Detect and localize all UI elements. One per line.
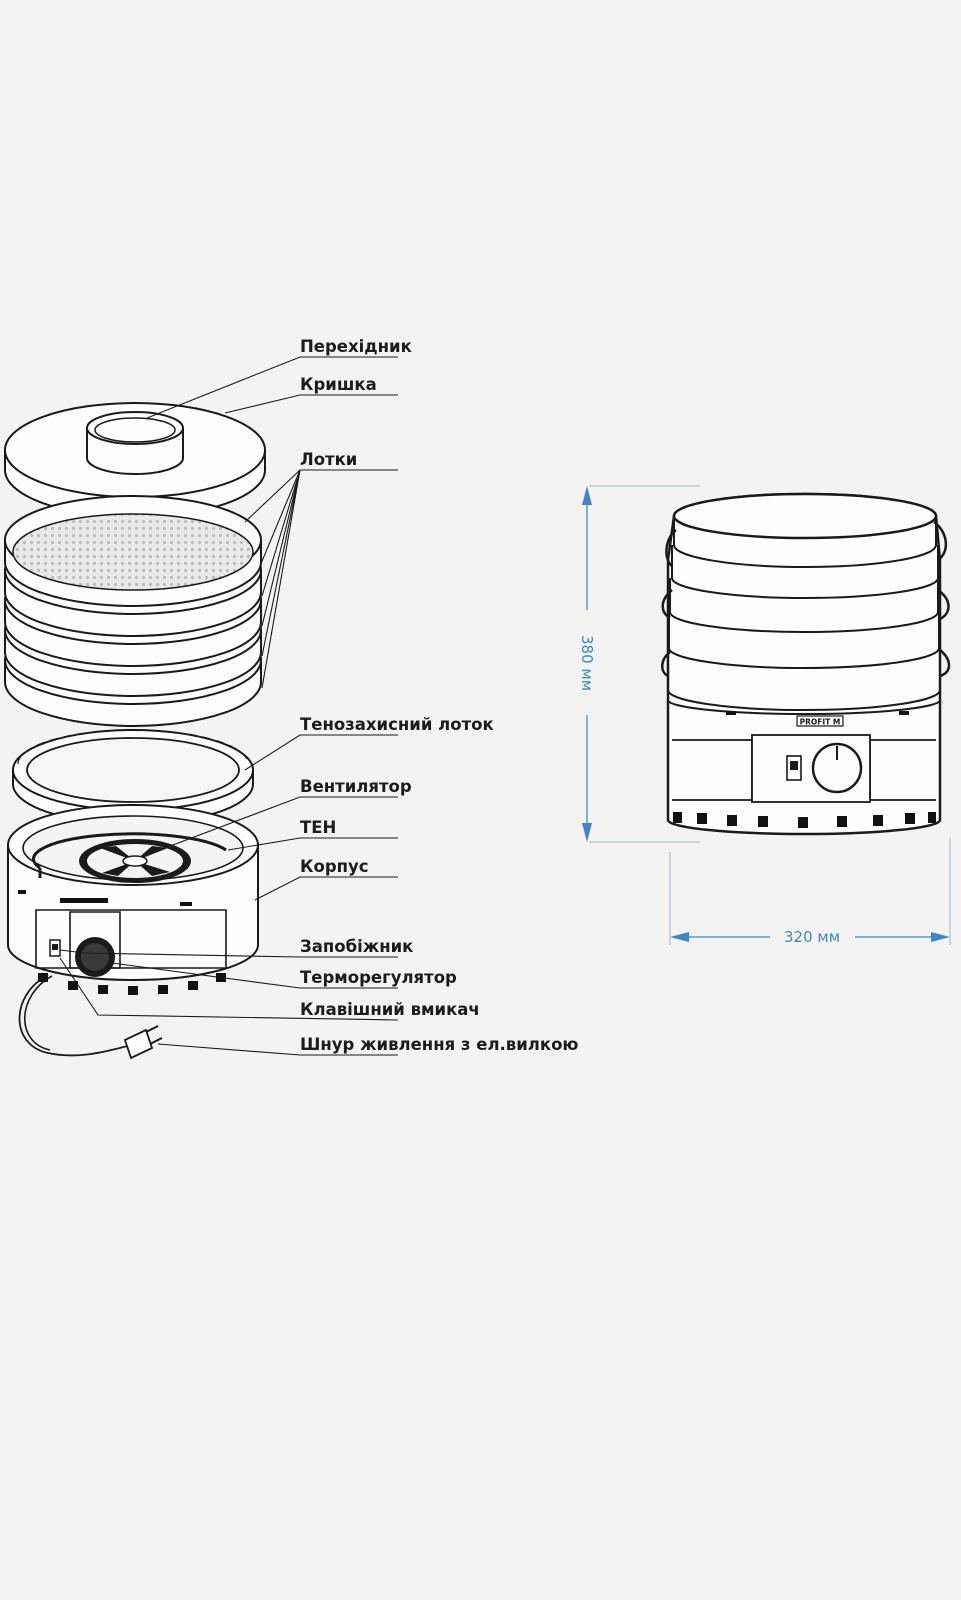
exploded-view [4, 402, 266, 1060]
label-fan: Вентилятор [300, 777, 412, 796]
plug-icon [123, 1025, 163, 1060]
dimension-width-label: 320 мм [784, 928, 840, 946]
arrow-left-icon [670, 932, 689, 942]
arrow-down-icon [582, 823, 592, 842]
label-thermostat: Терморегулятор [300, 968, 457, 987]
lid-part [4, 402, 266, 518]
heater-part [31, 832, 227, 878]
front-panel [672, 734, 936, 803]
part-labels: Перехідник Кришка Лотки Тенозахисний лот… [300, 337, 578, 1054]
leader-lines [59, 356, 399, 1056]
assembled-vents [673, 812, 936, 828]
brand-label: PROFIT M [800, 718, 841, 727]
label-housing: Корпус [300, 857, 369, 876]
dimension-width: 320 мм [669, 838, 951, 946]
label-trays: Лотки [300, 450, 357, 469]
power-cord-part [18, 974, 163, 1060]
trays-part [4, 495, 262, 727]
arrow-right-icon [931, 932, 950, 942]
brand-badge: PROFIT M [796, 715, 844, 727]
rocker-switch-part [49, 939, 61, 957]
thermostat-knob-icon [811, 742, 863, 794]
housing-part [7, 804, 259, 995]
thermostat-knob-part [75, 937, 115, 977]
label-power-cord: Шнур живлення з ел.вилкою [300, 1035, 578, 1054]
fan-part [79, 839, 191, 883]
label-adapter: Перехідник [300, 337, 412, 356]
tray-rings [667, 520, 941, 715]
dimension-height-label: 380 мм [578, 635, 596, 691]
label-heater: ТЕН [300, 818, 336, 837]
label-fuse: Запобіжник [300, 937, 413, 956]
label-rocker-switch: Клавішний вмикач [300, 1000, 480, 1019]
adapter-part [86, 411, 184, 475]
dimension-height: 380 мм [578, 485, 700, 843]
label-lid: Кришка [300, 375, 377, 394]
label-heat-shield-tray: Тенозахисний лоток [300, 715, 494, 734]
wire-frame [661, 520, 951, 678]
arrow-up-icon [582, 486, 592, 505]
assembled-view: PROFIT M [661, 492, 951, 836]
